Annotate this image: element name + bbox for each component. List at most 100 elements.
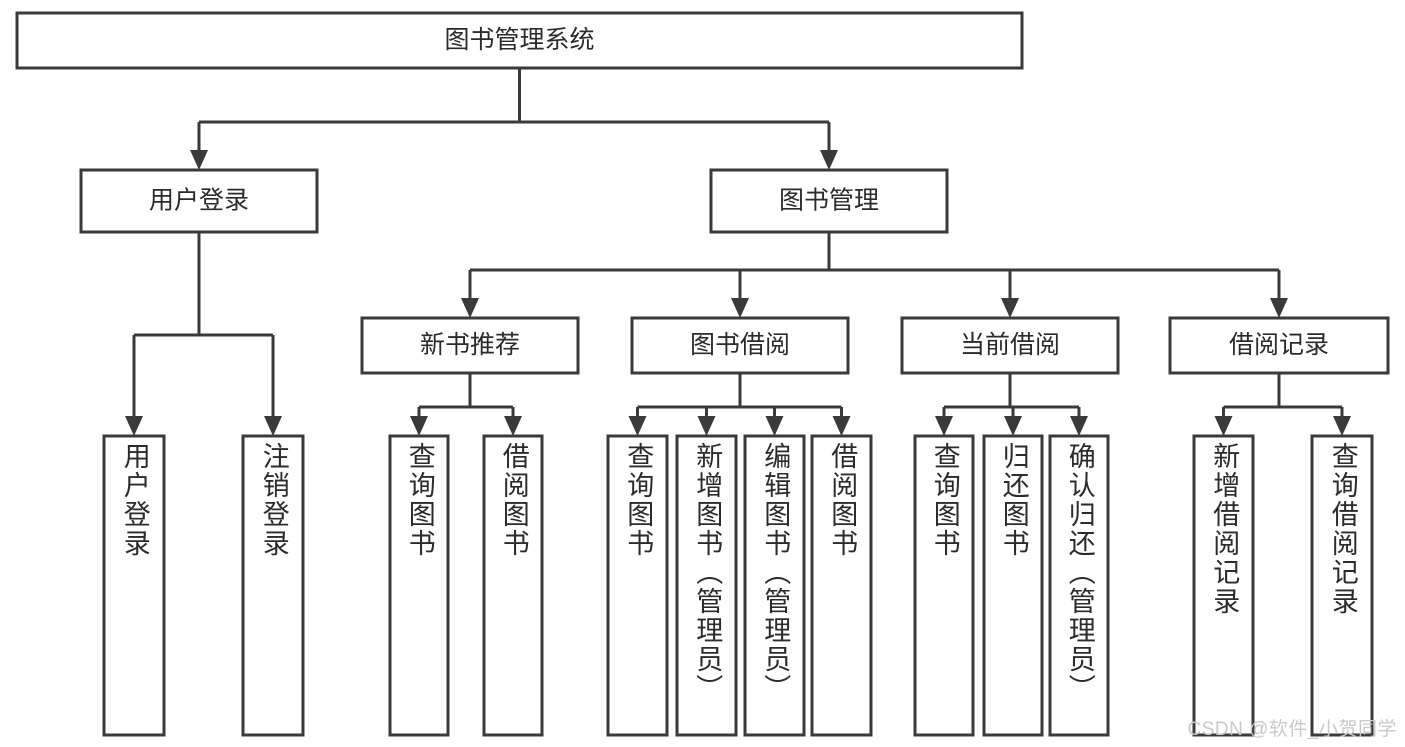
connector-new-book-rec bbox=[410, 373, 522, 436]
node-box bbox=[709, 168, 949, 234]
node-label: 新书推荐 bbox=[420, 331, 520, 359]
node-box bbox=[241, 434, 305, 737]
node-box bbox=[1192, 434, 1255, 737]
connector-arrowhead bbox=[504, 416, 522, 436]
node-label: 编辑图书（管理员） bbox=[760, 442, 791, 703]
node-label: 归还图书 bbox=[998, 442, 1029, 558]
node-label-vertical-wrap: 查询借阅记录 bbox=[1327, 442, 1358, 616]
node-box bbox=[79, 168, 319, 234]
node-leaf-rec-borrow[interactable]: 借阅图书 bbox=[482, 434, 544, 737]
node-leaf-cur-confirm[interactable]: 确认归还（管理员） bbox=[1048, 434, 1110, 737]
connector-arrowhead bbox=[1001, 298, 1019, 318]
node-current-borrow[interactable]: 当前借阅 bbox=[900, 316, 1120, 375]
node-box bbox=[388, 434, 450, 737]
node-box bbox=[1048, 434, 1110, 737]
connector-arrowhead bbox=[125, 416, 143, 436]
node-label: 查询借阅记录 bbox=[1327, 442, 1358, 616]
node-label: 借阅记录 bbox=[1229, 331, 1329, 359]
node-label: 注销登录 bbox=[258, 442, 289, 558]
node-user-login[interactable]: 用户登录 bbox=[79, 168, 319, 234]
connector-current-borrow bbox=[935, 373, 1088, 436]
node-label: 借阅图书 bbox=[498, 442, 529, 558]
node-new-book-rec[interactable]: 新书推荐 bbox=[360, 316, 580, 375]
connector-arrowhead bbox=[1070, 416, 1088, 436]
node-box bbox=[482, 434, 544, 737]
node-box bbox=[360, 316, 580, 375]
node-box bbox=[1310, 434, 1374, 737]
node-leaf-cur-return[interactable]: 归还图书 bbox=[982, 434, 1044, 737]
connector-arrowhead bbox=[461, 298, 479, 318]
node-leaf-borrow-add[interactable]: 新增图书（管理员） bbox=[675, 434, 738, 737]
node-box bbox=[15, 11, 1024, 70]
node-label-vertical-wrap: 查询图书 bbox=[929, 442, 960, 558]
node-box bbox=[900, 316, 1120, 375]
node-leaf-user-logout[interactable]: 注销登录 bbox=[241, 434, 305, 737]
node-leaf-borrow-lend[interactable]: 借阅图书 bbox=[810, 434, 873, 737]
node-label: 查询图书 bbox=[623, 442, 654, 558]
node-leaf-user-login[interactable]: 用户登录 bbox=[102, 434, 166, 737]
node-leaf-borrow-query[interactable]: 查询图书 bbox=[606, 434, 669, 737]
node-box bbox=[630, 316, 850, 375]
node-label-vertical-wrap: 借阅图书 bbox=[498, 442, 529, 558]
node-label: 借阅图书 bbox=[827, 442, 858, 558]
connector-arrowhead bbox=[264, 416, 282, 436]
node-box bbox=[606, 434, 669, 737]
node-label: 查询图书 bbox=[404, 442, 435, 558]
node-label: 确认归还（管理员） bbox=[1064, 442, 1095, 703]
node-label-vertical-wrap: 新增图书（管理员） bbox=[692, 442, 723, 703]
connector-arrowhead bbox=[410, 416, 428, 436]
node-label: 图书管理系统 bbox=[444, 26, 594, 54]
node-label-vertical-wrap: 新增借阅记录 bbox=[1209, 442, 1240, 616]
connector-arrowhead bbox=[832, 416, 851, 436]
node-label-vertical-wrap: 归还图书 bbox=[998, 442, 1029, 558]
node-label: 图书管理 bbox=[779, 187, 879, 215]
node-box bbox=[743, 434, 806, 737]
connector-arrowhead bbox=[697, 416, 716, 436]
node-label-vertical-wrap: 借阅图书 bbox=[827, 442, 858, 558]
node-leaf-cur-query[interactable]: 查询图书 bbox=[913, 434, 975, 737]
connector-arrowhead bbox=[1004, 416, 1022, 436]
connector-arrowhead bbox=[820, 150, 838, 170]
node-label-vertical-wrap: 确认归还（管理员） bbox=[1064, 442, 1095, 703]
node-book-manage[interactable]: 图书管理 bbox=[709, 168, 949, 234]
node-box bbox=[102, 434, 166, 737]
node-label: 用户登录 bbox=[119, 442, 150, 558]
connector-book-borrow bbox=[628, 373, 851, 436]
connector-arrowhead bbox=[190, 150, 208, 170]
node-label: 查询图书 bbox=[929, 442, 960, 558]
node-box bbox=[810, 434, 873, 737]
connector-arrowhead bbox=[1270, 298, 1288, 318]
node-label-vertical-wrap: 查询图书 bbox=[404, 442, 435, 558]
node-root[interactable]: 图书管理系统 bbox=[15, 11, 1024, 70]
node-label-vertical-wrap: 用户登录 bbox=[119, 442, 150, 558]
node-label-vertical-wrap: 查询图书 bbox=[623, 442, 654, 558]
node-label-vertical-wrap: 编辑图书（管理员） bbox=[760, 442, 791, 703]
node-label: 新增借阅记录 bbox=[1209, 442, 1240, 616]
node-label: 用户登录 bbox=[149, 187, 249, 215]
node-borrow-record[interactable]: 借阅记录 bbox=[1168, 316, 1390, 375]
node-box bbox=[675, 434, 738, 737]
node-leaf-rec-add[interactable]: 新增借阅记录 bbox=[1192, 434, 1255, 737]
node-box bbox=[982, 434, 1044, 737]
connector-borrow-record bbox=[1214, 373, 1351, 436]
node-box bbox=[913, 434, 975, 737]
connector-arrowhead bbox=[1333, 416, 1351, 436]
node-label: 图书借阅 bbox=[690, 331, 790, 359]
connector-arrowhead bbox=[628, 416, 647, 436]
node-label: 当前借阅 bbox=[960, 331, 1060, 359]
connector-book-manage bbox=[461, 232, 1288, 318]
connector-arrowhead bbox=[765, 416, 784, 436]
node-label: 新增图书（管理员） bbox=[692, 442, 723, 703]
node-box bbox=[1168, 316, 1390, 375]
node-leaf-rec-search[interactable]: 查询借阅记录 bbox=[1310, 434, 1374, 737]
node-label-vertical-wrap: 注销登录 bbox=[258, 442, 289, 558]
connector-user-login bbox=[125, 232, 282, 436]
node-book-borrow[interactable]: 图书借阅 bbox=[630, 316, 850, 375]
node-leaf-borrow-edit[interactable]: 编辑图书（管理员） bbox=[743, 434, 806, 737]
connector-arrowhead bbox=[1214, 416, 1233, 436]
node-leaf-rec-query[interactable]: 查询图书 bbox=[388, 434, 450, 737]
connector-arrowhead bbox=[731, 298, 749, 318]
connector-arrowhead bbox=[935, 416, 953, 436]
